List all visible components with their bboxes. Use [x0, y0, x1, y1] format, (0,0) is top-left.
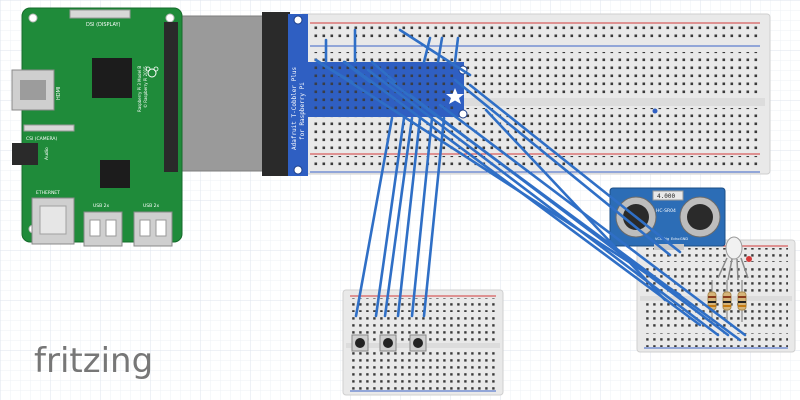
rgb-led-leg-3: [736, 258, 739, 281]
cobbler-title-line1: Adafruit T-Cobbler Plus: [291, 67, 298, 150]
sensor-pin-vcc: VCC: [655, 237, 663, 241]
button-bb-bottom-holes[interactable]: [350, 350, 496, 376]
usb1-label: USB 2x: [93, 203, 110, 209]
soc-chip: [92, 58, 132, 98]
wire-13[interactable]: [396, 116, 422, 318]
pi-model-label: Raspberry Pi 3 Model B: [137, 66, 142, 112]
rgb-led-leg-1: [717, 257, 728, 279]
usb-port-1-slot-b: [105, 219, 117, 237]
sensor-transducer-right-inner: [687, 204, 713, 230]
main-center-channel: [305, 98, 765, 106]
cobbler-header-board: [288, 14, 308, 176]
ribbon-connector-cobbler: [262, 12, 290, 176]
wire-6[interactable]: [398, 28, 472, 77]
raspberry-pi-board[interactable]: DSI (DISPLAY) Raspberry Pi 3 Model B © R…: [11, 7, 183, 247]
wire-16[interactable]: [314, 58, 682, 297]
usb-port-2-slot-a: [139, 219, 151, 237]
csi-connector: [23, 124, 75, 132]
usb-port-2-slot-b: [155, 219, 167, 237]
sensor-pin-header: [654, 244, 684, 250]
cobbler-mount-hole-right-bottom: [458, 109, 468, 119]
highlighted-hole: [652, 108, 658, 114]
sensor-pin-gnd: GND: [680, 237, 688, 241]
push-buttons[interactable]: [351, 334, 427, 352]
wire-4[interactable]: [436, 36, 444, 64]
push-button-1[interactable]: [351, 334, 369, 352]
ethernet-port-inner: [39, 205, 67, 235]
button-bb-bottom-rail-holes[interactable]: [350, 378, 496, 390]
wire-3[interactable]: [422, 36, 432, 64]
sensor-part-label: HC-SR04: [656, 208, 676, 214]
sensor-bb-top-holes[interactable]: [644, 266, 788, 294]
wire-21[interactable]: [438, 103, 747, 337]
csi-label: CSI (CAMERA): [26, 136, 57, 142]
rgb-led[interactable]: [717, 236, 749, 281]
hdmi-label: HDMI: [56, 87, 62, 100]
push-button-3[interactable]: [409, 334, 427, 352]
wire-20[interactable]: [408, 93, 730, 337]
wire-22[interactable]: [453, 78, 672, 257]
wire-17[interactable]: [343, 60, 702, 327]
ribbon-cable-body: [177, 15, 267, 172]
sensor-bb-bottom-rail-holes[interactable]: [644, 333, 788, 347]
wire-18[interactable]: [366, 68, 720, 337]
button-bb-rail-holes[interactable]: [350, 298, 496, 312]
resistor-1[interactable]: [707, 280, 717, 322]
wire-10[interactable]: [354, 116, 394, 318]
jumper-wires[interactable]: [314, 28, 747, 342]
gpio-header: [164, 22, 178, 172]
pi-mount-hole-3: [165, 13, 175, 23]
fritzing-logo: fritzing: [34, 341, 153, 381]
rgb-led-leg-4: [740, 257, 749, 279]
wire-23[interactable]: [468, 83, 682, 254]
sensor-crystal: [652, 190, 684, 201]
push-button-2[interactable]: [379, 334, 397, 352]
sensor-crystal-label: 4.000: [657, 193, 675, 200]
wire-14[interactable]: [410, 116, 434, 318]
usb-controller-chip: [100, 160, 130, 188]
usb2-label: USB 2x: [143, 203, 160, 209]
cobbler-title-line2: for Raspberry Pi: [299, 82, 306, 140]
ethernet-label: ETHERNET: [36, 190, 60, 196]
ribbon-cable[interactable]: [168, 12, 290, 176]
ultrasonic-sensor[interactable]: 4.000 HC-SR04 VCC Trig Echo GND: [609, 187, 726, 250]
rgb-led-leg-2: [727, 258, 733, 281]
sensor-bb-marked-hole: [746, 256, 752, 262]
wire-24[interactable]: [484, 108, 667, 302]
wire-12[interactable]: [383, 116, 414, 318]
wire-5[interactable]: [453, 36, 460, 64]
cobbler-mount-hole-top: [293, 15, 303, 25]
rgb-led-body: [725, 236, 743, 260]
dsi-label: DSI (DISPLAY): [86, 22, 121, 28]
resistor-2[interactable]: [722, 280, 732, 322]
wire-9[interactable]: [370, 60, 397, 84]
pi-mount-hole-1: [28, 13, 38, 23]
audio-label: Audio: [44, 147, 50, 160]
resistors[interactable]: [707, 280, 747, 322]
wire-15[interactable]: [422, 116, 446, 318]
dsi-connector: [69, 9, 131, 19]
wire-11[interactable]: [374, 116, 406, 318]
adafruit-star-icon: [446, 88, 464, 104]
usb-port-1-slot-a: [89, 219, 101, 237]
sensor-pin-echo: Echo: [671, 237, 680, 241]
resistor-3[interactable]: [737, 280, 747, 322]
cobbler-mount-hole-bottom: [293, 165, 303, 175]
pi-copyright-label: © Raspberry Pi 2015: [143, 66, 148, 108]
hdmi-port-inner: [20, 80, 46, 100]
audio-jack[interactable]: [12, 143, 38, 165]
raspberry-logo-icon: [145, 66, 159, 78]
top-rail-holes[interactable]: [312, 26, 758, 42]
